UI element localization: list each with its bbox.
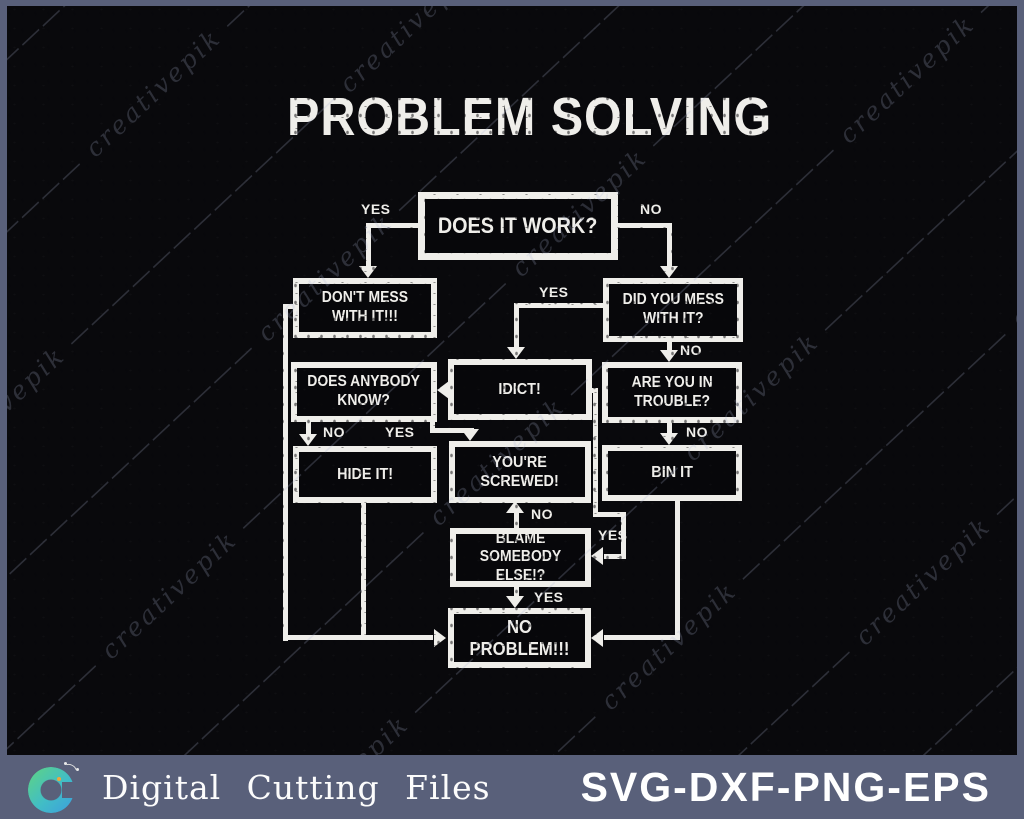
node-blame-somebody-else: BLAME SOMEBODY ELSE!?	[450, 528, 591, 587]
arrow-into-did-you-mess	[660, 266, 678, 278]
node-idict: IDICT!	[448, 359, 592, 420]
frame-top	[0, 0, 1024, 6]
edge-left-return-h	[283, 635, 433, 640]
edge-work-yes-h	[366, 223, 420, 228]
edge-rail-h2	[604, 554, 624, 559]
arrow-into-youre-screwed	[461, 429, 479, 441]
label-yes-know: YES	[385, 424, 415, 440]
label-yes-blame: YES	[534, 589, 564, 605]
creativepik-logo	[28, 761, 80, 815]
arrow-into-no-problem-right	[591, 629, 603, 647]
edge-right-return-h	[604, 635, 678, 640]
arrow-up-into-youre-screwed	[506, 501, 524, 513]
file-formats-label: SVG-DXF-PNG-EPS	[580, 763, 991, 810]
label-no-work: NO	[640, 201, 662, 217]
edge-left-rail-v	[283, 304, 288, 641]
node-does-it-work: DOES IT WORK?	[418, 192, 618, 260]
node-youre-screwed: YOU'RE SCREWED!	[449, 441, 591, 503]
label-no-mess: NO	[680, 342, 702, 358]
label-yes-mess: YES	[539, 284, 569, 300]
node-dont-mess-with-it: DON'T MESS WITH IT!!!	[293, 278, 437, 338]
arrow-into-no-problem-left	[434, 629, 446, 647]
node-did-you-mess-with-it: DID YOU MESS WITH IT?	[603, 278, 743, 342]
label-yes-bin: YES	[598, 527, 628, 543]
label-no-trouble: NO	[686, 424, 708, 440]
edge-bin-down-v	[675, 500, 680, 640]
sparkle-icon	[57, 777, 61, 781]
node-are-you-in-trouble: ARE YOU IN TROUBLE?	[602, 362, 742, 423]
edge-hide-down-v	[361, 503, 366, 640]
label-no-blame: NO	[531, 506, 553, 522]
label-yes-work: YES	[361, 201, 391, 217]
edge-rail-v1	[593, 388, 598, 517]
arrow-into-does-anybody-know	[437, 381, 449, 399]
edge-blame-no-v	[514, 513, 519, 528]
node-no-problem: NO PROBLEM!!!	[448, 608, 591, 668]
product-type-label: Digital Cutting Files	[102, 767, 491, 807]
edge-work-yes-v	[366, 223, 371, 269]
sparkle-icon	[64, 762, 67, 765]
edge-work-no-v	[667, 223, 672, 269]
logo-c-gap	[62, 782, 76, 798]
arrow-into-hide-it	[299, 434, 317, 446]
arrow-into-no-problem-top	[506, 596, 524, 608]
frame-left	[0, 0, 7, 755]
footer-bar: Digital Cutting Files SVG-DXF-PNG-EPS	[0, 755, 1024, 819]
arrow-into-are-you-in-trouble	[660, 350, 678, 362]
arrow-into-blame	[591, 547, 603, 565]
edge-mess-yes-v	[514, 303, 519, 353]
edge-mess-yes-h	[517, 303, 603, 308]
arrow-into-dont-mess	[359, 266, 377, 278]
node-hide-it: HIDE IT!	[293, 446, 437, 503]
sparkle-icon	[76, 768, 79, 771]
edge-work-no-h	[618, 223, 672, 228]
arrow-into-bin-it	[660, 433, 678, 445]
label-no-know: NO	[323, 424, 345, 440]
arrow-into-idict	[507, 347, 525, 359]
frame-right	[1017, 0, 1024, 755]
design-title: PROBLEM SOLVING	[287, 87, 773, 147]
node-does-anybody-know: DOES ANYBODY KNOW?	[291, 362, 437, 422]
node-bin-it: BIN IT	[602, 445, 742, 501]
